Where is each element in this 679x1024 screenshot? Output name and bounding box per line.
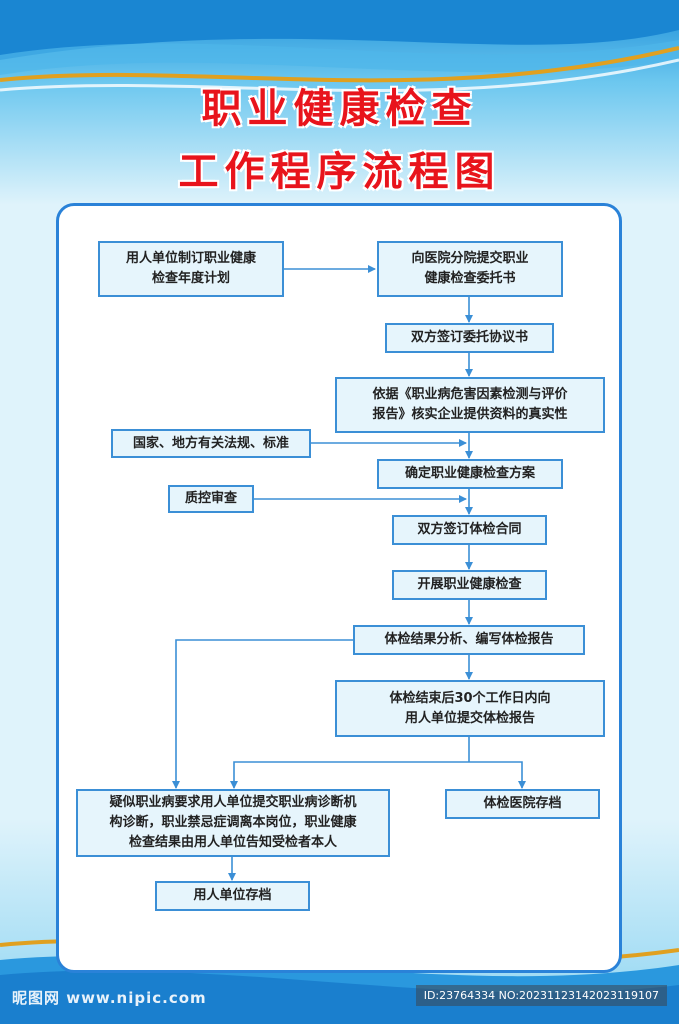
arrow-split-n12: [230, 761, 469, 789]
node-annual-plan: 用人单位制订职业健康 检查年度计划: [98, 241, 284, 297]
node-sign-contract: 双方签订体检合同: [392, 515, 547, 545]
node-employer-archive: 用人单位存档: [155, 881, 310, 911]
node-follow-up: 疑似职业病要求用人单位提交职业病诊断机 构诊断，职业禁忌症调离本岗位，职业健康 …: [76, 789, 390, 857]
arrow-n10-n12: [172, 639, 353, 789]
node-exam-plan: 确定职业健康检查方案: [377, 459, 563, 489]
page-title-line1: 职业健康检查: [201, 86, 478, 132]
node-conduct-exam: 开展职业健康检查: [392, 570, 547, 600]
node-sign-agreement: 双方签订委托协议书: [385, 323, 554, 353]
node-hospital-archive: 体检医院存档: [445, 789, 600, 819]
arrow-split-n13: [469, 761, 526, 789]
node-submit-entrustment: 向医院分院提交职业 健康检查委托书: [377, 241, 563, 297]
node-result-analysis: 体检结果分析、编写体检报告: [353, 625, 585, 655]
page-title-line2: 工作程序流程图: [178, 149, 501, 195]
node-regulations: 国家、地方有关法规、标准: [111, 429, 311, 458]
node-submit-report: 体检结束后30个工作日内向 用人单位提交体检报告: [335, 680, 605, 737]
watermark-id: ID:23764334 NO:20231123142023119107: [415, 985, 667, 1006]
node-quality-review: 质控审查: [168, 485, 254, 513]
node-verify-data: 依据《职业病危害因素检测与评价 报告》核实企业提供资料的真实性: [335, 377, 605, 433]
watermark-site: 昵图网 www.nipic.com: [12, 989, 207, 1007]
